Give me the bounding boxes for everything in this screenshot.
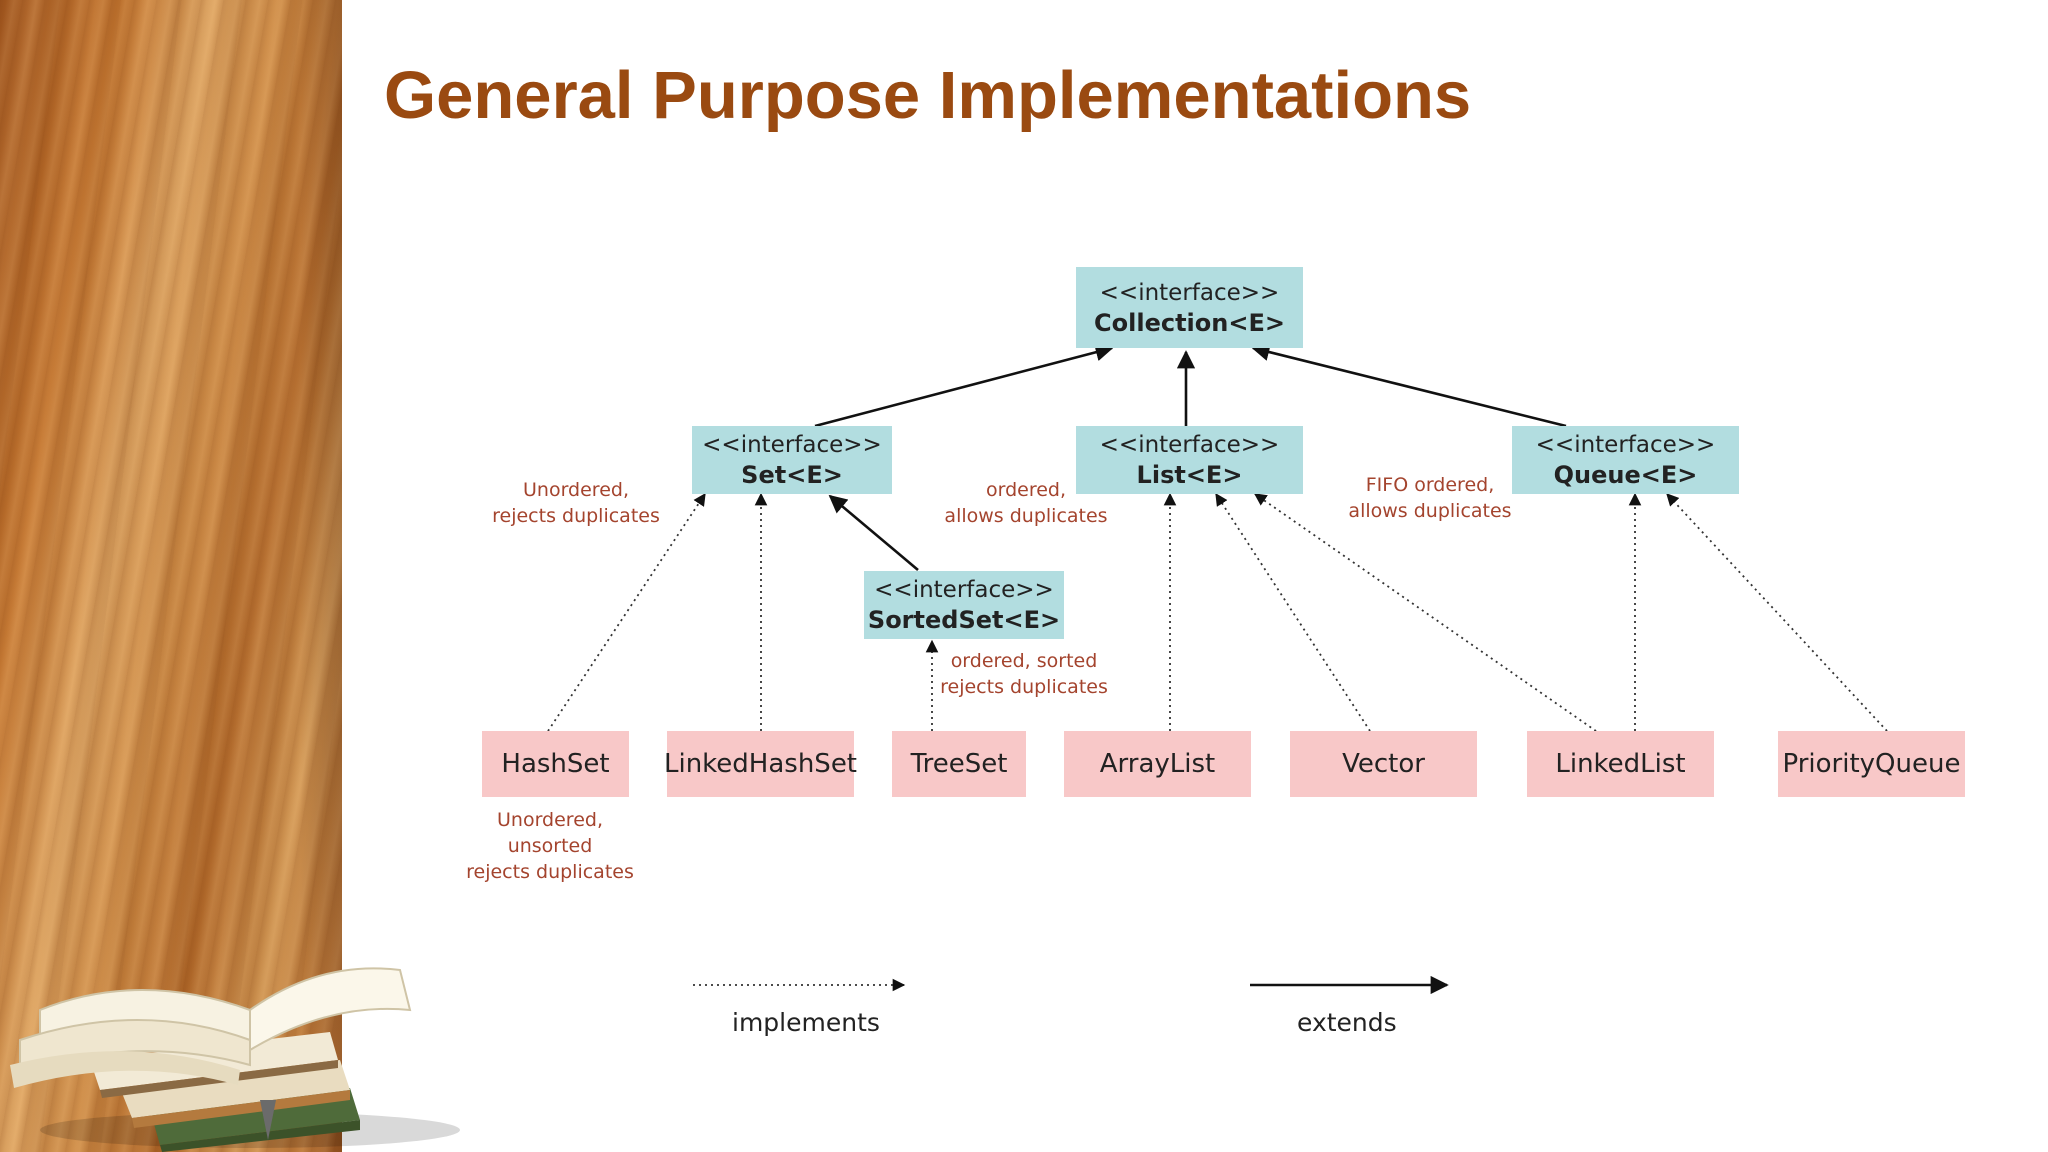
note-list: ordered, allows duplicates (926, 477, 1126, 529)
note-line: rejects duplicates (940, 676, 1108, 698)
note-sortedset: ordered, sorted rejects duplicates (924, 648, 1124, 700)
stereotype-label: <<interface>> (1535, 432, 1716, 458)
note-queue: FIFO ordered, allows duplicates (1330, 472, 1530, 524)
implements-arrow-vector-list (1215, 492, 1371, 732)
interface-sortedset: <<interface>> SortedSet<E> (864, 571, 1064, 639)
page-title: General Purpose Implementations (384, 58, 1472, 133)
extends-arrow-queue-collection (1251, 343, 1567, 428)
class-linkedhashset: LinkedHashSet (663, 731, 858, 797)
stereotype-label: <<interface>> (1099, 279, 1280, 306)
stack-of-books-icon (10, 967, 460, 1152)
note-line: allows duplicates (1348, 500, 1512, 522)
interface-name: Set<E> (741, 461, 843, 489)
wood-panel (0, 0, 342, 1152)
class-name: PriorityQueue (1782, 749, 1961, 779)
note-set: Unordered, rejects duplicates (476, 477, 676, 529)
class-name: TreeSet (910, 749, 1008, 779)
note-line: Unordered, (497, 809, 603, 831)
interface-collection: <<interface>> Collection<E> (1076, 267, 1303, 348)
class-hashset: HashSet (482, 731, 629, 797)
class-name: LinkedList (1555, 749, 1686, 779)
stereotype-label: <<interface>> (702, 432, 882, 458)
implements-arrow-linkedlist-list (1253, 493, 1597, 732)
note-line: Unordered, (523, 479, 629, 501)
note-line: rejects duplicates (492, 505, 660, 527)
class-name: ArrayList (1099, 749, 1216, 779)
note-hashset: Unordered, unsorted rejects duplicates (450, 807, 650, 885)
class-name: LinkedHashSet (663, 749, 858, 779)
legend-extends-label: extends (1297, 1008, 1397, 1037)
note-line: unsorted (507, 835, 593, 857)
interface-name: Collection<E> (1094, 308, 1285, 337)
class-treeset: TreeSet (892, 731, 1026, 797)
extends-arrow-sortedset-set (828, 494, 919, 571)
implements-arrow-priorityqueue-queue (1666, 493, 1888, 732)
class-vector: Vector (1290, 731, 1477, 797)
note-line: rejects duplicates (466, 861, 634, 883)
stereotype-label: <<interface>> (1099, 432, 1280, 458)
class-arraylist: ArrayList (1064, 731, 1251, 797)
class-priorityqueue: PriorityQueue (1778, 731, 1965, 797)
class-linkedlist: LinkedList (1527, 731, 1714, 797)
note-line: ordered, (985, 479, 1067, 501)
class-name: HashSet (501, 749, 610, 779)
extends-arrow-set-collection (814, 343, 1114, 428)
note-line: FIFO ordered, (1365, 474, 1495, 496)
legend-implements-label: implements (732, 1008, 880, 1037)
wood-panel-shade (300, 0, 342, 1152)
note-line: allows duplicates (944, 505, 1108, 527)
note-line: ordered, sorted (950, 650, 1098, 672)
implements-arrow-hashset-set (547, 492, 706, 732)
interface-list: <<interface>> List<E> (1076, 426, 1303, 494)
class-name: Vector (1342, 749, 1425, 779)
interface-queue: <<interface>> Queue<E> (1512, 426, 1739, 494)
interface-name: SortedSet<E> (867, 606, 1061, 634)
interface-name: Queue<E> (1553, 461, 1698, 489)
stereotype-label: <<interface>> (874, 577, 1054, 603)
interface-set: <<interface>> Set<E> (692, 426, 892, 494)
interface-name: List<E> (1136, 461, 1243, 489)
